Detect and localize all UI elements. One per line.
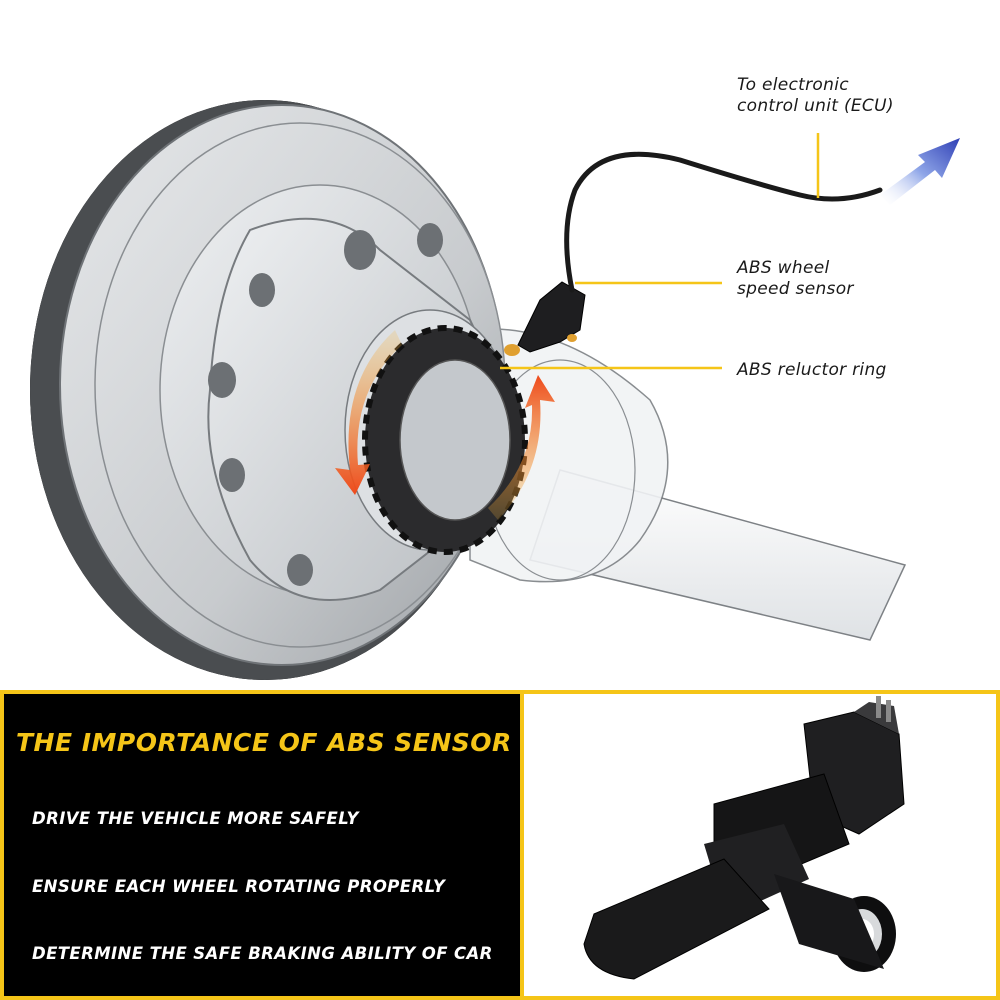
sensor-cable bbox=[564, 151, 883, 293]
ecu-callout-line2: control unit (ECU) bbox=[737, 96, 894, 116]
lug-hole bbox=[249, 273, 275, 307]
rotation-arrow-right bbox=[488, 375, 555, 520]
sensor-photo bbox=[524, 694, 996, 996]
abs-diagram bbox=[30, 100, 960, 680]
rotation-arrow-left bbox=[335, 330, 402, 495]
sensor-callout-line1: ABS wheel bbox=[737, 258, 830, 278]
reluctor-ring bbox=[362, 325, 528, 555]
ecu-callout-line1: To electronic bbox=[737, 75, 849, 95]
importance-box: THE IMPORTANCE OF ABS SENSOR DRIVE THE V… bbox=[4, 694, 520, 996]
info-panel: THE IMPORTANCE OF ABS SENSOR DRIVE THE V… bbox=[0, 690, 1000, 1000]
ecu-direction-arrow bbox=[880, 138, 960, 205]
sensor-callout: ABS wheel speed sensor bbox=[737, 258, 854, 300]
lug-hole bbox=[208, 362, 236, 398]
panel-title: THE IMPORTANCE OF ABS SENSOR bbox=[16, 728, 512, 757]
lug-hole bbox=[417, 223, 443, 257]
abs-sensor-image bbox=[583, 696, 905, 980]
benefit-item: DETERMINE THE SAFE BRAKING ABILITY OF CA… bbox=[32, 944, 493, 963]
axle-shaft bbox=[469, 328, 907, 641]
ring-callout-line1: ABS reluctor ring bbox=[737, 360, 887, 380]
wheel-speed-sensor bbox=[504, 281, 586, 356]
sensor-callout-line2: speed sensor bbox=[737, 279, 854, 299]
lug-hole bbox=[287, 554, 313, 586]
lug-hole bbox=[344, 230, 376, 270]
ring-callout: ABS reluctor ring bbox=[737, 360, 887, 381]
ecu-callout: To electronic control unit (ECU) bbox=[737, 75, 894, 117]
lug-hole bbox=[219, 458, 245, 492]
benefit-item: ENSURE EACH WHEEL ROTATING PROPERLY bbox=[32, 877, 446, 896]
benefit-item: DRIVE THE VEHICLE MORE SAFELY bbox=[32, 809, 359, 828]
